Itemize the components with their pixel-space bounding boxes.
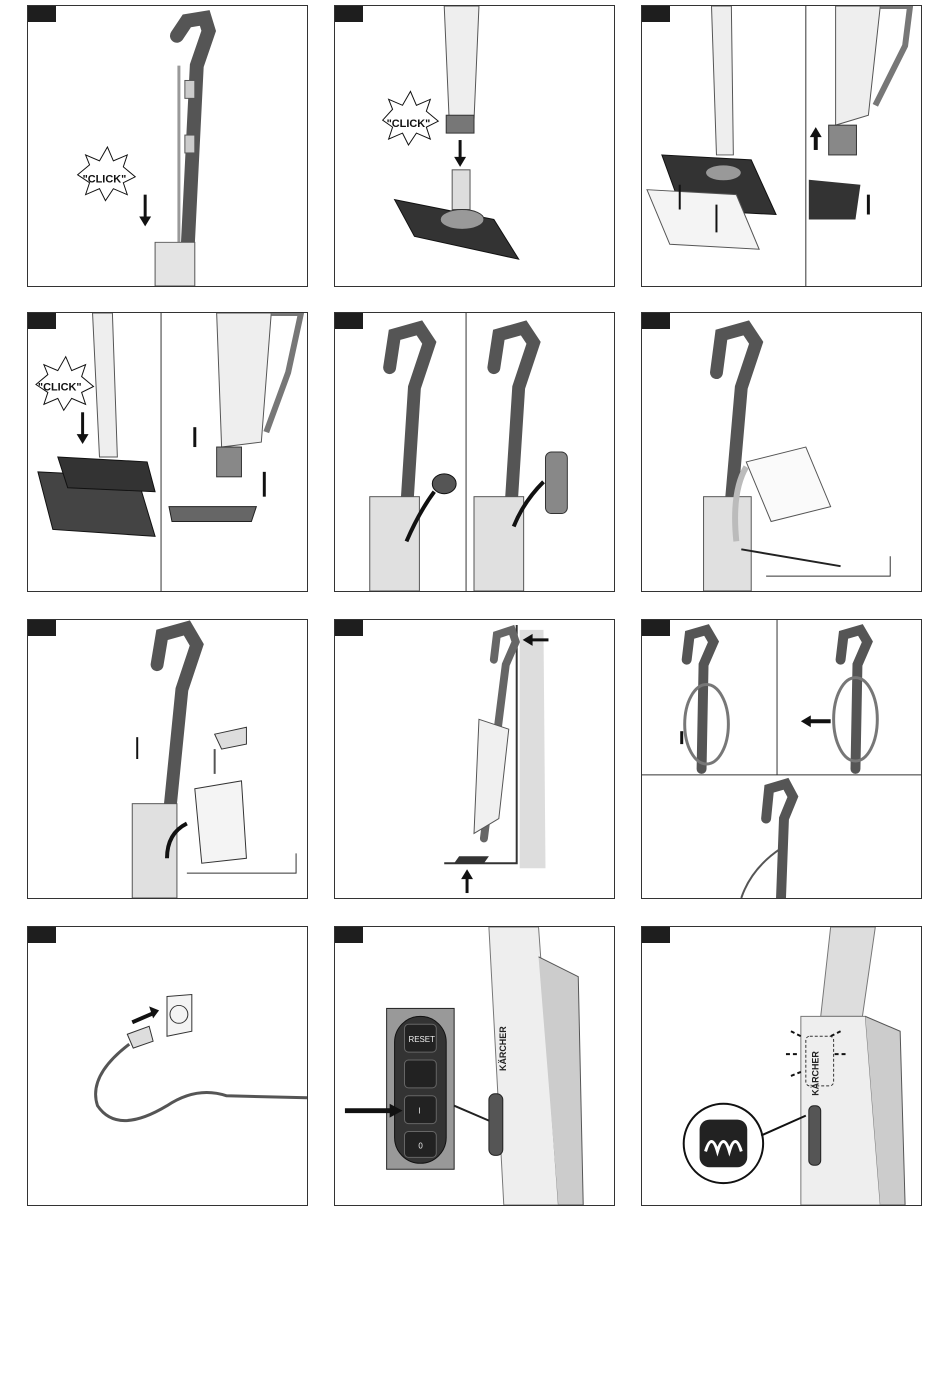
click-sound-label: "CLICK" [38,381,82,393]
floor-nozzle-attach-illustration: "CLICK" [335,6,614,286]
reset-button-label: RESET [408,1035,435,1044]
cable-storage-illustration [642,620,921,898]
step-number-tag [28,620,56,636]
cloth-attach-illustration [642,6,921,286]
step-number-tag [28,927,56,943]
step-number-tag [642,620,670,636]
step-panel-2: "CLICK" [334,5,615,287]
step-number-tag [28,313,56,329]
park-position-illustration [335,620,614,898]
step-panel-12: KÄRCHER [641,926,922,1206]
brand-logo-text: KÄRCHER [498,1026,508,1071]
step-panel-6 [641,312,922,592]
step-number-tag [642,927,670,943]
on-button-label: I [418,1107,420,1116]
brand-logo-text: KÄRCHER [811,1051,821,1096]
step-number-tag [335,313,363,329]
step-panel-11: KÄRCHER RESET I 0 [334,926,615,1206]
step-panel-9 [641,619,922,899]
switch-on-illustration: KÄRCHER RESET I 0 [335,927,614,1205]
heating-indicator-illustration: KÄRCHER [642,927,921,1205]
off-button-label: 0 [418,1141,423,1150]
frame-attach-illustration: "CLICK" [28,313,307,591]
step-panel-8 [334,619,615,899]
step-number-tag [335,927,363,943]
step-panel-1: "CLICK" [27,5,308,287]
click-sound-label: "CLICK" [83,174,127,186]
step-number-tag [335,6,363,22]
fill-water-illustration [642,313,921,591]
step-panel-7 [27,619,308,899]
step-panel-10 [27,926,308,1206]
step-number-tag [642,6,670,22]
step-panel-4: "CLICK" [27,312,308,592]
step-number-tag [28,6,56,22]
step-panel-5 [334,312,615,592]
empty-rinse-illustration [28,620,307,898]
step-panel-3 [641,5,922,287]
heating-coil-icon [700,1120,748,1168]
mode-button[interactable] [405,1060,437,1088]
filter-cartridge-illustration [335,313,614,591]
click-sound-label: "CLICK" [387,118,431,130]
step-number-tag [642,313,670,329]
handle-attach-illustration: "CLICK" [28,6,307,286]
plug-in-illustration [28,927,307,1205]
step-number-tag [335,620,363,636]
